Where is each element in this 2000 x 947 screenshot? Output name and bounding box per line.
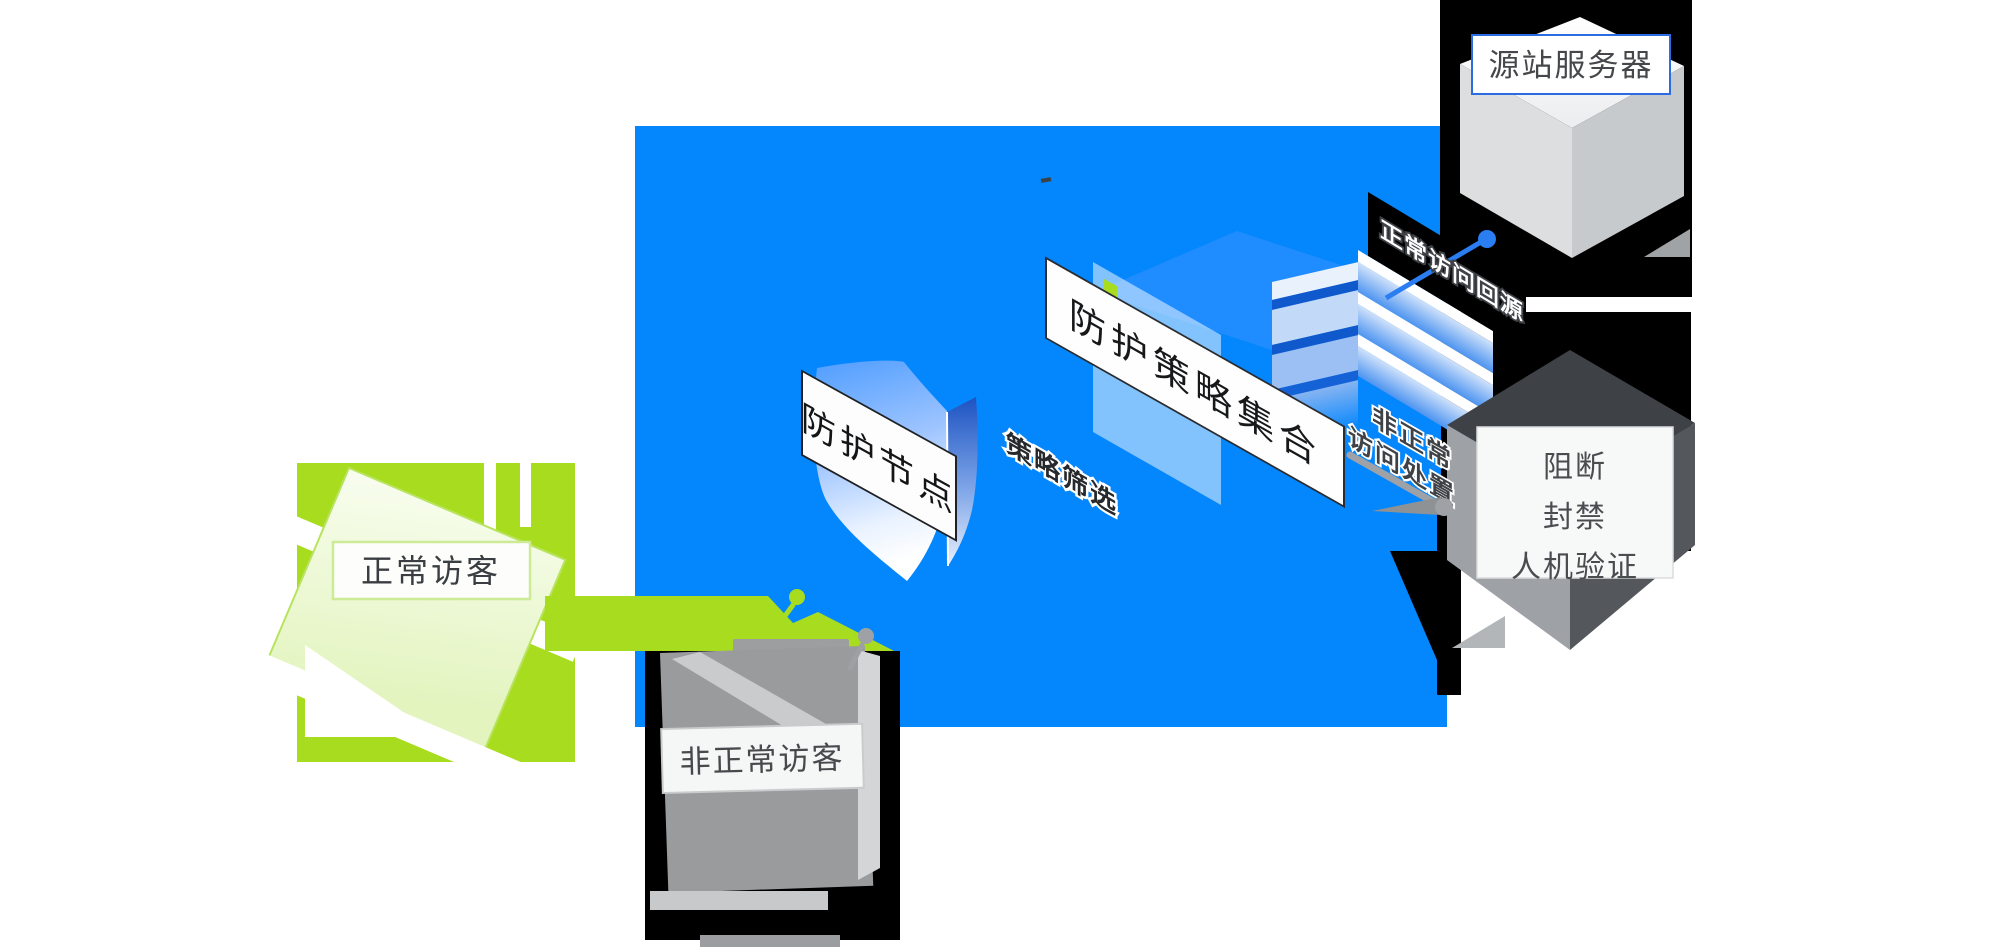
abnormal-visitor-label: 非正常访客: [679, 740, 845, 779]
handling-label-line1: 阻断: [1543, 451, 1607, 484]
handling-label-box: [1476, 426, 1674, 579]
lime-pin-line: [776, 602, 796, 627]
normal-back-line: [1384, 239, 1483, 301]
stack-extension-plates: [1358, 250, 1493, 458]
lime-pin-dot: [789, 589, 805, 605]
abnormal-arrow-dot: [1435, 498, 1453, 516]
small-dash-mark: [1040, 177, 1052, 183]
origin-server-label-box: [1471, 34, 1671, 95]
normal-back-link: [1384, 230, 1496, 301]
gray-pin-line: [847, 642, 865, 671]
origin-server-label: 源站服务器: [1489, 48, 1654, 83]
handling-label-line3: 人机验证: [1511, 551, 1639, 584]
normal-visitor-label-box: [331, 540, 532, 601]
handling-cube-icon: 阻断 封禁 人机验证: [1390, 350, 1695, 695]
gray-pin-dot: [858, 628, 874, 644]
normal-visitor-label: 正常访客: [361, 553, 501, 589]
abnormal-arrow-wedge: [1372, 497, 1441, 515]
abnormal-visitor-icon: 非正常访客: [645, 628, 900, 947]
normal-back-dot: [1478, 230, 1496, 248]
abnormal-arrow-line: [1346, 451, 1441, 508]
origin-server-icon: 源站服务器: [1440, 0, 1692, 297]
abnormal-visitor-label-plate: 非正常访客: [660, 722, 865, 795]
normal-flow-bar: [545, 596, 793, 651]
abnormal-handle-arrow: [1346, 451, 1453, 516]
normal-visitor-icon: 正常访客: [241, 463, 583, 805]
handling-label-line2: 封禁: [1543, 501, 1607, 534]
